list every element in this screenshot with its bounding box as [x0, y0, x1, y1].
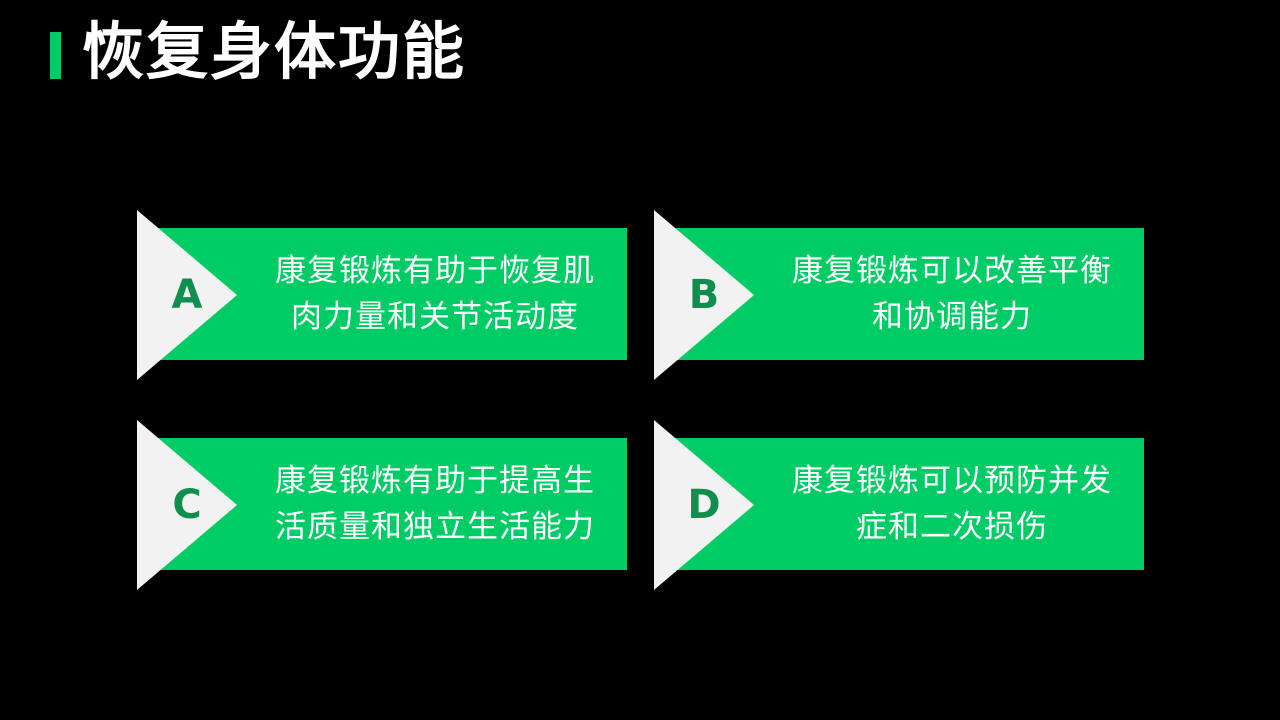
- benefit-card-text: 康复锻炼可以改善平衡 和协调能力: [792, 253, 1112, 335]
- benefit-card-letter: C: [172, 482, 202, 528]
- benefit-card-text: 康复锻炼可以预防并发 症和二次损伤: [792, 463, 1112, 545]
- benefit-card-letter: D: [687, 482, 721, 528]
- benefit-card-b: B 康复锻炼可以改善平衡 和协调能力: [654, 210, 1280, 380]
- triangle-marker-icon: [137, 210, 237, 380]
- slide-title: 恢复身体功能: [82, 15, 467, 88]
- triangle-marker-icon: [654, 420, 754, 590]
- benefit-card-text: 康复锻炼有助于提高生 活质量和独立生活能力: [275, 463, 595, 545]
- triangle-marker-icon: [654, 210, 754, 380]
- benefit-card-text: 康复锻炼有助于恢复肌 肉力量和关节活动度: [275, 253, 595, 335]
- benefit-card-d: D 康复锻炼可以预防并发 症和二次损伤: [654, 420, 1280, 590]
- title-accent-bar: [50, 32, 61, 79]
- benefit-card-letter: B: [688, 272, 720, 318]
- benefit-card-letter: A: [171, 272, 203, 318]
- triangle-marker-icon: [137, 420, 237, 590]
- benefit-card-c: C 康复锻炼有助于提高生 活质量和独立生活能力: [137, 420, 1143, 590]
- benefit-card-a: A 康复锻炼有助于恢复肌 肉力量和关节活动度: [137, 210, 1143, 380]
